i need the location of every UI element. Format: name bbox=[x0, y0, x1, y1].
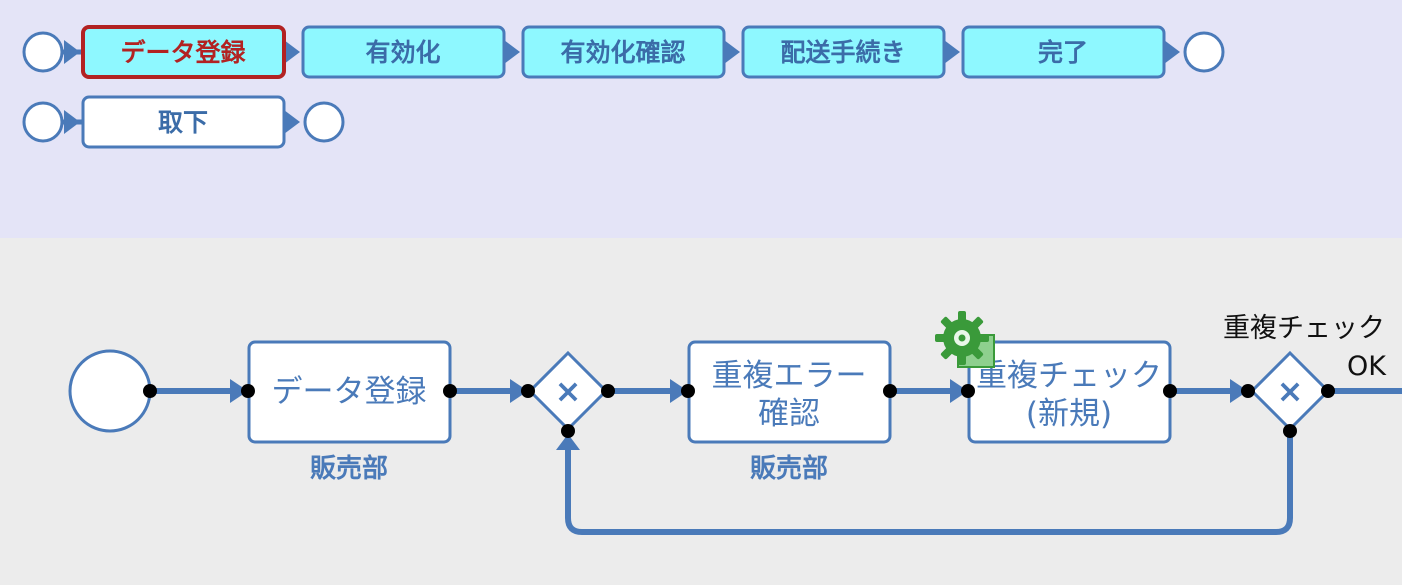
branch-end-node bbox=[303, 101, 345, 143]
stage-shipping[interactable]: 配送手続き bbox=[741, 25, 946, 79]
stage-data-entry[interactable]: データ登録 bbox=[81, 25, 286, 79]
status-start-node bbox=[22, 31, 64, 73]
stage-withdraw[interactable]: 取下 bbox=[81, 95, 286, 149]
gateway-2-symbol: × bbox=[1277, 372, 1304, 410]
stage-activation[interactable]: 有効化 bbox=[301, 25, 506, 79]
start-event bbox=[68, 349, 152, 433]
task-dup-check-new[interactable]: 重複チェック (新規) bbox=[967, 340, 1172, 444]
lane-label-sales-2: 販売部 bbox=[750, 454, 828, 484]
branch-start-node bbox=[22, 101, 64, 143]
exclusive-gateway-2[interactable]: × bbox=[1249, 350, 1331, 432]
task-dup-error-label-line2: 確認 bbox=[758, 396, 820, 432]
task-dup-check-label-line1: 重複チェック bbox=[976, 358, 1162, 394]
stage-activation-confirm-label: 有効化確認 bbox=[560, 38, 685, 67]
gear-icon bbox=[935, 311, 995, 368]
stage-complete-label: 完了 bbox=[1038, 38, 1088, 67]
status-end-node bbox=[1183, 31, 1225, 73]
process-diagram: データ登録 販売部 重複エラー 確認 販売部 重複チェック (新規) bbox=[68, 311, 1402, 535]
task-dup-error-confirm[interactable]: 重複エラー 確認 bbox=[687, 340, 892, 444]
lane-label-sales: 販売部 bbox=[310, 454, 388, 484]
stage-data-entry-label: データ登録 bbox=[120, 38, 246, 67]
task-dup-check-label-line2: (新規) bbox=[1026, 396, 1112, 432]
stage-activation-label: 有効化 bbox=[365, 38, 440, 67]
process-canvas: データ登録 販売部 重複エラー 確認 販売部 重複チェック (新規) bbox=[0, 238, 1402, 585]
exclusive-gateway-1[interactable]: × bbox=[527, 350, 609, 432]
status-panel: データ登録 有効化 有効化確認 配送手続き 完了 取下 bbox=[0, 0, 1402, 238]
task-data-entry[interactable]: データ登録 bbox=[247, 340, 452, 444]
stage-complete[interactable]: 完了 bbox=[961, 25, 1166, 79]
stage-withdraw-label: 取下 bbox=[158, 108, 208, 137]
task-data-entry-label: データ登録 bbox=[272, 374, 427, 410]
task-dup-error-label-line1: 重複エラー bbox=[712, 358, 867, 394]
connection-ports bbox=[143, 384, 1335, 438]
stage-shipping-label: 配送手続き bbox=[780, 38, 905, 67]
gateway-1-symbol: × bbox=[555, 372, 582, 410]
stage-activation-confirm[interactable]: 有効化確認 bbox=[521, 25, 726, 79]
status-flow: データ登録 有効化 有効化確認 配送手続き 完了 取下 bbox=[22, 25, 1225, 149]
gateway-label-line2: OK bbox=[1347, 351, 1387, 382]
gateway-label-line1: 重複チェック bbox=[1223, 313, 1385, 344]
